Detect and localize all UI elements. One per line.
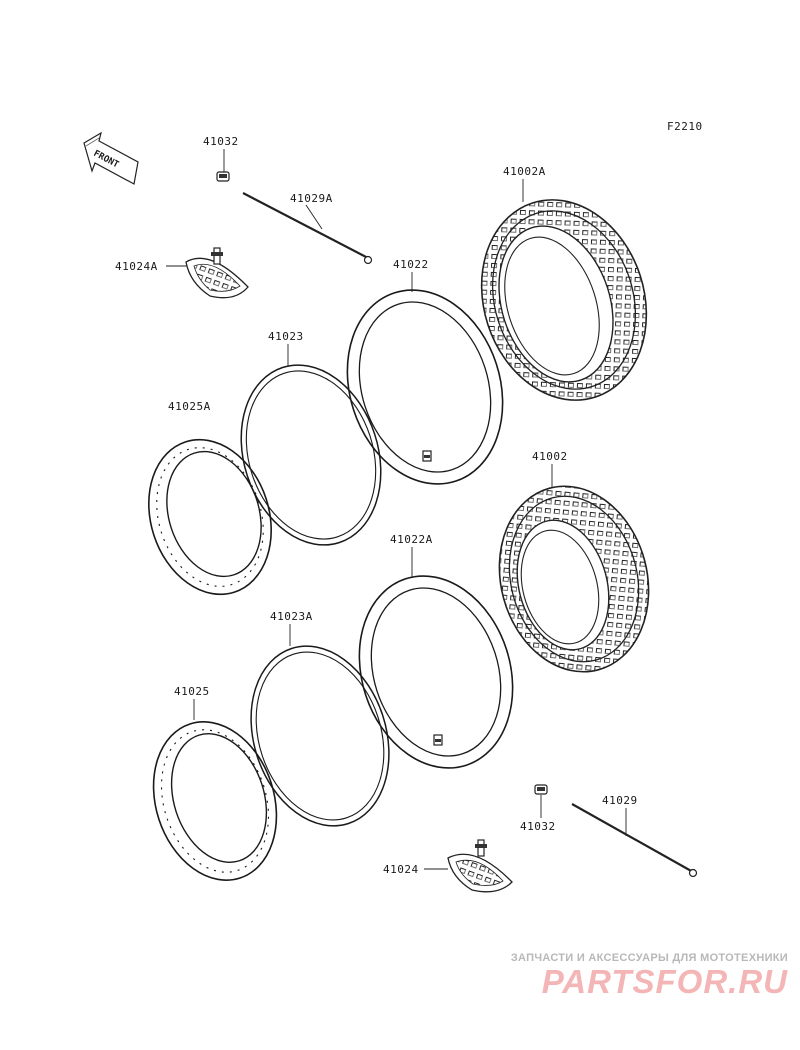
part-41025A-rim: 41025A <box>148 400 272 596</box>
svg-text:41025A: 41025A <box>168 400 211 413</box>
part-41002A-tire: 41002A <box>480 165 648 401</box>
watermark-logo: PARTSFOR.RU <box>541 963 788 1000</box>
svg-text:41022A: 41022A <box>390 533 433 546</box>
svg-text:41002A: 41002A <box>503 165 546 178</box>
part-41024-rim-band: 41024 <box>383 839 513 893</box>
svg-text:41002: 41002 <box>532 450 568 463</box>
svg-text:41025: 41025 <box>174 685 210 698</box>
svg-text:41029A: 41029A <box>290 192 333 205</box>
part-41023A-rim-strip: 41023A <box>250 610 390 827</box>
svg-text:41023A: 41023A <box>270 610 313 623</box>
part-41029-spoke: 41029 <box>571 794 698 878</box>
svg-text:41029: 41029 <box>602 794 638 807</box>
svg-text:41032: 41032 <box>520 820 556 833</box>
part-41002-tire: 41002 <box>498 450 650 673</box>
watermark-tagline: ЗАПЧАСТИ И АКСЕССУАРЫ ДЛЯ МОТОТЕХНИКИ <box>510 952 788 964</box>
svg-text:41032: 41032 <box>203 135 239 148</box>
part-41022A-tube: 41022A <box>358 533 514 769</box>
part-41032-bottom: 41032 <box>520 784 556 833</box>
svg-text:41024: 41024 <box>383 863 419 876</box>
svg-text:41022: 41022 <box>393 258 429 271</box>
diagram-code: F2210 <box>667 120 703 133</box>
svg-text:41023: 41023 <box>268 330 304 343</box>
svg-text:41024A: 41024A <box>115 260 158 273</box>
part-41032-top: 41032 <box>203 135 239 182</box>
part-41025-rim: 41025 <box>152 685 278 881</box>
front-arrow-icon: FRONT <box>83 131 139 185</box>
watermark: ЗАПЧАСТИ И АКСЕССУАРЫ ДЛЯ МОТОТЕХНИКИ PA… <box>488 952 788 1000</box>
part-41022-tube: 41022 <box>346 258 504 485</box>
part-41024A-rim-band: 41024A <box>115 247 249 299</box>
part-41023-rim-strip: 41023 <box>240 330 382 546</box>
part-41029A-spoke: 41029A <box>242 192 373 265</box>
